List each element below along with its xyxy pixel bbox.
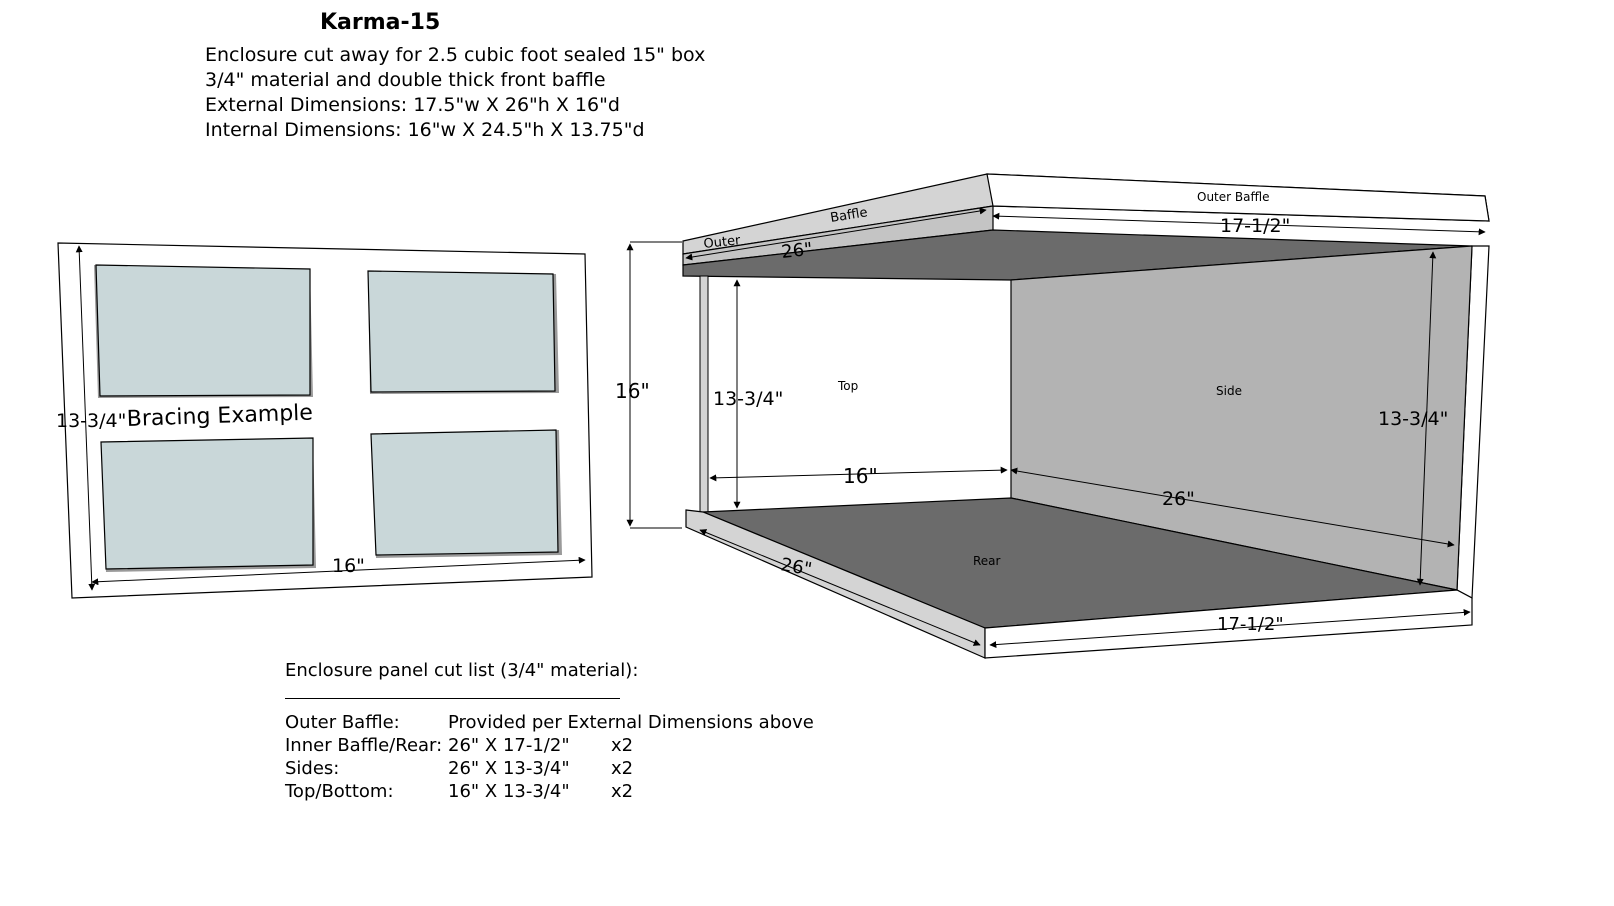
cut-qty: x2: [611, 758, 634, 779]
inner-length-dimension-line: [1010, 467, 1455, 548]
header-line-2: 3/4" material and double thick front baf…: [205, 69, 606, 91]
top-width-dimension-line: [992, 212, 1486, 236]
label-top: Top: [837, 379, 858, 393]
dim-top-width: 17-1/2": [1220, 215, 1290, 237]
top-length-dimension-line: [685, 207, 987, 261]
bracing-cutout-2: [367, 270, 559, 394]
label-outer-baffle: Outer Baffle: [1197, 190, 1269, 204]
bottom-length-dimension-line: [699, 529, 981, 646]
front-left-edge: [699, 275, 709, 516]
page-title: Karma-15: [320, 10, 441, 35]
bracing-width-label: 16": [332, 555, 365, 577]
header-line-1: Enclosure cut away for 2.5 cubic foot se…: [205, 44, 706, 66]
bracing-width-dimension-line: [91, 556, 586, 586]
label-side: Side: [1216, 384, 1242, 398]
cut-dims: 26" X 13-3/4": [448, 758, 570, 779]
cut-list-divider: [285, 698, 620, 699]
dim-inner-height-right: 13-3/4": [1378, 408, 1448, 430]
bracing-cutout-1: [94, 264, 313, 398]
label-baffle: Baffle: [829, 205, 868, 226]
dim-inner-length: 26": [1162, 488, 1195, 510]
bracing-height-label: 13-3/4": [56, 410, 126, 432]
cut-part: Sides:: [285, 758, 340, 779]
cut-dims: 16" X 13-3/4": [448, 781, 570, 802]
dim-overall-depth: 16": [615, 379, 650, 403]
cut-qty: x2: [611, 781, 634, 802]
bracing-height-dimension-line: [75, 245, 96, 591]
box-cutaway: Outer Baffle Baffle Outer Top Side Rear …: [615, 173, 1490, 659]
bottom-width-dimension-line: [989, 608, 1471, 649]
cut-part: Outer Baffle:: [285, 712, 400, 733]
dim-bottom-length: 26": [779, 554, 813, 580]
inner-height-right-dimension-line: [1416, 251, 1437, 586]
bracing-cutout-3: [100, 437, 316, 572]
header: Karma-15 Enclosure cut away for 2.5 cubi…: [0, 0, 1614, 150]
label-rear: Rear: [973, 554, 1001, 568]
bracing-panel: 13-3/4" Bracing Example 16": [56, 242, 593, 599]
cut-part: Top/Bottom:: [285, 781, 394, 802]
outer-baffle-strip: [986, 173, 1490, 222]
cut-list-heading: Enclosure panel cut list (3/4" material)…: [285, 660, 639, 681]
inner-width-dimension-line: [709, 466, 1008, 482]
dim-top-length: 26": [780, 239, 813, 263]
cut-part: Inner Baffle/Rear:: [285, 735, 443, 756]
dim-inner-width: 16": [843, 464, 878, 488]
label-outer: Outer: [703, 233, 742, 252]
header-line-4: Internal Dimensions: 16"w X 24.5"h X 13.…: [205, 119, 645, 141]
bracing-cutout-4: [370, 429, 562, 558]
cut-dims: 26" X 17-1/2": [448, 735, 570, 756]
header-line-3: External Dimensions: 17.5"w X 26"h X 16"…: [205, 94, 620, 116]
dim-bottom-width: 17-1/2": [1217, 614, 1284, 635]
cut-dims: Provided per External Dimensions above: [448, 712, 814, 733]
dim-inner-height-left: 13-3/4": [713, 388, 783, 410]
cut-qty: x2: [611, 735, 634, 756]
